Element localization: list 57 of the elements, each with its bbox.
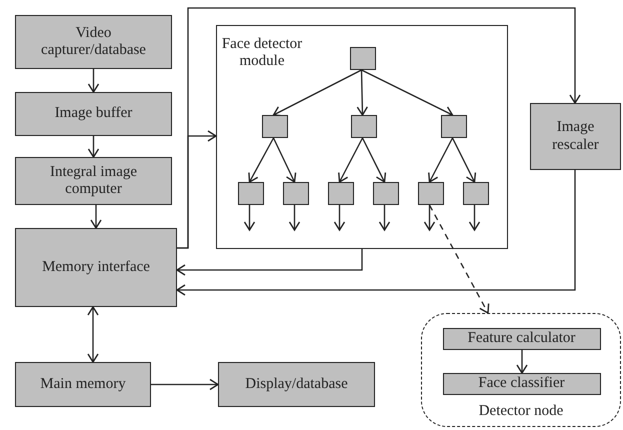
tree-node-square — [350, 46, 376, 70]
tree-node-square — [282, 182, 308, 204]
box-label: Integral image computer — [48, 164, 138, 198]
box-label: Image rescaler — [551, 119, 600, 154]
arrow — [176, 170, 576, 296]
arrow — [244, 205, 256, 231]
arrow — [272, 138, 296, 183]
arrow — [468, 205, 480, 231]
box-label: Main memory — [40, 376, 126, 394]
arrow — [177, 7, 581, 249]
process-box — [530, 103, 621, 170]
box-label: Memory interface — [42, 258, 150, 276]
arrow — [272, 69, 362, 116]
arrow — [362, 138, 386, 183]
arrow — [90, 205, 102, 229]
process-box — [442, 328, 600, 350]
arrow — [356, 70, 368, 116]
box-label: Face classifier — [478, 374, 565, 392]
box-label: Display/database — [245, 376, 348, 394]
module-title: Face detector module — [221, 36, 303, 70]
process-box — [15, 228, 177, 307]
module-frame — [216, 25, 508, 249]
arrow — [424, 205, 436, 231]
process-box — [15, 15, 172, 69]
process-box — [218, 362, 375, 407]
tree-node-square — [440, 114, 466, 138]
tree-node-square — [238, 182, 264, 204]
arrow — [378, 205, 390, 231]
tree-node-square — [418, 182, 444, 204]
box-label: Feature calculator — [468, 330, 576, 348]
arrow — [516, 350, 528, 374]
dashed-arrow — [428, 204, 490, 314]
tree-node-square — [328, 182, 354, 204]
box-label: Image buffer — [54, 105, 132, 123]
arrow — [288, 205, 300, 231]
arrow — [361, 69, 454, 117]
arrow — [428, 138, 454, 183]
arrow — [452, 138, 476, 183]
process-box — [15, 157, 172, 205]
arrow — [88, 136, 100, 158]
process-box — [15, 362, 151, 407]
arrow — [87, 306, 99, 363]
arrow — [334, 205, 346, 231]
tree-node-square — [462, 182, 488, 204]
tree-node-square — [262, 114, 288, 138]
dashed-group-outline — [421, 313, 621, 427]
arrow — [248, 138, 274, 183]
arrow — [151, 378, 219, 390]
group-caption: Detector node — [478, 402, 564, 420]
process-box — [15, 92, 172, 136]
process-box — [442, 372, 600, 394]
arrow — [338, 138, 364, 183]
box-label: Video capturer/database — [40, 24, 147, 60]
tree-node-square — [350, 114, 376, 138]
arrow — [88, 69, 100, 93]
arrow — [176, 249, 363, 276]
tree-node-square — [372, 182, 398, 204]
